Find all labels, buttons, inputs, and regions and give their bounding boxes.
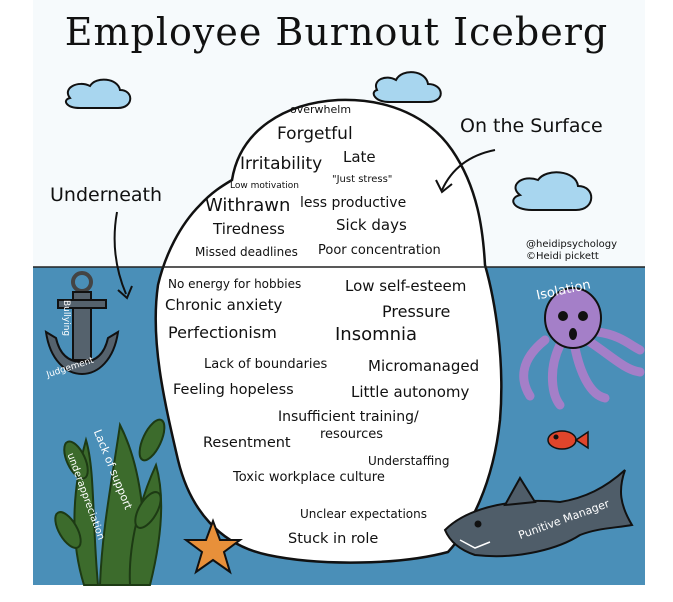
seaweed-icon	[54, 418, 166, 586]
cause-below: Stuck in role	[288, 531, 379, 547]
cause-below: Feeling hopeless	[173, 382, 294, 398]
underneath-arrow	[113, 211, 127, 295]
cause-below: Insomnia	[335, 324, 418, 345]
symptom-above: less productive	[300, 195, 407, 211]
credit-handle: @heidipsychology	[526, 239, 617, 250]
symptom-above: Sick days	[336, 216, 407, 234]
cause-below: Low self-esteem	[345, 277, 467, 295]
anchor-icon	[44, 271, 120, 376]
label-underneath: Underneath	[50, 184, 163, 206]
cause-below: Pressure	[382, 302, 451, 321]
cause-below: Perfectionism	[168, 323, 277, 342]
symptom-above: Withrawn	[205, 195, 291, 216]
cause-below: Resentment	[203, 435, 291, 451]
cause-below: Chronic anxiety	[165, 296, 283, 314]
symptom-above: Missed deadlines	[195, 245, 298, 259]
label-on-the-surface: On the Surface	[460, 115, 603, 137]
octopus-icon	[519, 287, 645, 410]
underneath-arrow-head	[117, 285, 133, 300]
cause-below: Unclear expectations	[300, 507, 427, 521]
cause-below: Little autonomy	[351, 383, 470, 401]
cause-below: Lack of boundaries	[204, 357, 328, 372]
surface-arrow	[441, 149, 496, 191]
symptom-above: "Just stress"	[332, 174, 393, 185]
symptom-above: Late	[343, 148, 376, 166]
anchor-label-top: Bullying	[61, 300, 71, 337]
iceberg-shape	[154, 98, 503, 564]
cause-below: Understaffing	[368, 454, 450, 468]
cloud-right	[512, 171, 593, 211]
symptom-above: Forgetful	[277, 124, 353, 144]
cause-below: resources	[320, 427, 384, 442]
symptom-above: Low motivation	[230, 181, 299, 191]
fish-icon	[547, 430, 589, 450]
starfish-icon	[183, 518, 243, 575]
cloud-left	[64, 78, 132, 109]
cause-below: Micromanaged	[368, 357, 480, 375]
symptom-above: Irritability	[240, 154, 323, 174]
cause-below: Insufficient training/	[278, 409, 419, 425]
symptom-above: Tiredness	[213, 220, 285, 238]
symptom-above: overwhelm	[290, 103, 352, 116]
credit-copyright: ©Heidi pickett	[526, 251, 599, 262]
page-title: Employee Burnout Iceberg	[64, 10, 609, 54]
shark-icon	[443, 469, 634, 558]
symptom-above: Poor concentration	[318, 243, 441, 258]
cause-below: No energy for hobbies	[168, 277, 302, 291]
cloud-top	[372, 71, 442, 103]
surface-arrow-head	[435, 179, 453, 194]
cause-below: Toxic workplace culture	[233, 470, 385, 485]
